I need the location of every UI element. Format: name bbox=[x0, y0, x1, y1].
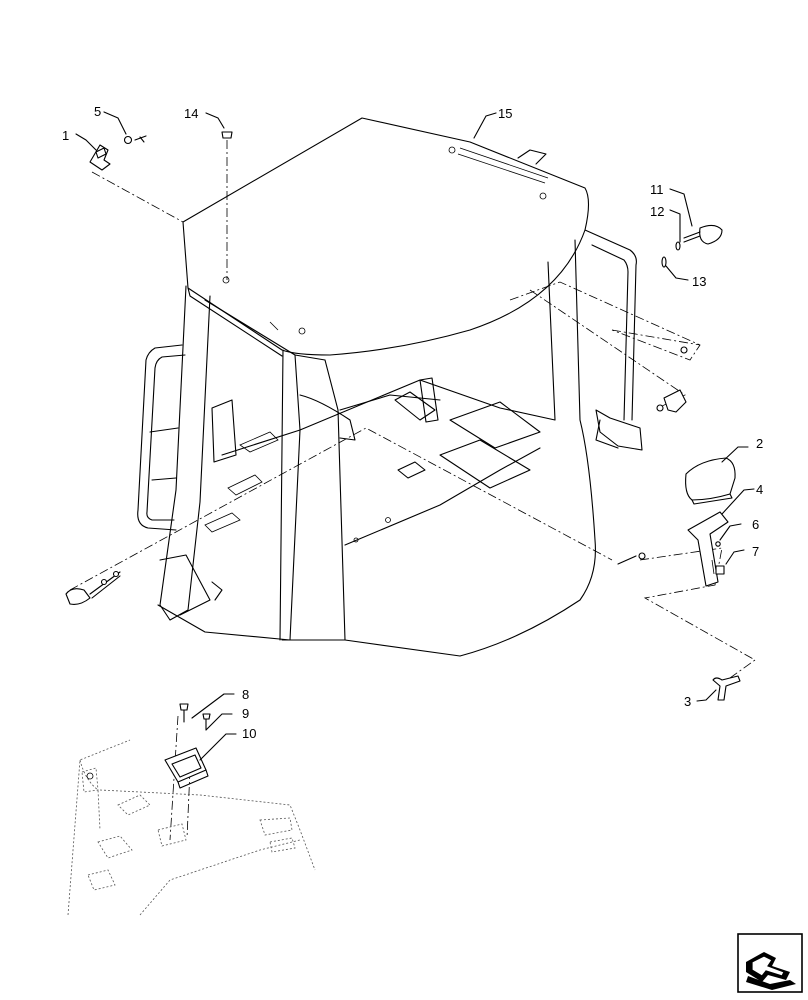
part-9-screw bbox=[202, 713, 211, 731]
next-page-arrow-icon[interactable] bbox=[737, 933, 803, 993]
callout-12: 12 bbox=[650, 204, 664, 219]
part-12-washer bbox=[675, 241, 681, 251]
cab-assembly bbox=[137, 117, 643, 657]
part-3-knob bbox=[712, 675, 741, 701]
part-8-screw bbox=[179, 703, 189, 723]
part-11-lamp bbox=[683, 224, 723, 245]
floor-inset bbox=[67, 739, 316, 916]
part-10-holder bbox=[164, 747, 209, 789]
callout-9: 9 bbox=[242, 706, 249, 721]
alignment-lines bbox=[69, 140, 756, 841]
callout-15: 15 bbox=[498, 106, 512, 121]
callout-4: 4 bbox=[756, 482, 763, 497]
left-lamp bbox=[65, 570, 121, 605]
callout-2: 2 bbox=[756, 436, 763, 451]
right-bracket bbox=[656, 346, 688, 413]
part-5-bolt bbox=[123, 135, 147, 145]
callout-13: 13 bbox=[692, 274, 706, 289]
part-7-screw bbox=[715, 565, 725, 575]
callout-5: 5 bbox=[94, 104, 101, 119]
part-4-bracket bbox=[687, 511, 729, 587]
callout-3: 3 bbox=[684, 694, 691, 709]
callout-8: 8 bbox=[242, 687, 249, 702]
part-6-washer bbox=[715, 541, 721, 547]
callout-7: 7 bbox=[752, 544, 759, 559]
callout-11: 11 bbox=[650, 182, 664, 197]
callout-6: 6 bbox=[752, 517, 759, 532]
part-2-armrest-pad bbox=[685, 457, 736, 505]
callout-10: 10 bbox=[242, 726, 256, 741]
callout-14: 14 bbox=[184, 106, 198, 121]
callout-leaders bbox=[75, 111, 755, 761]
callout-labels: 1 2 3 4 5 6 7 8 9 10 11 12 13 14 15 bbox=[62, 104, 763, 741]
part-1-bracket bbox=[89, 144, 111, 171]
part-14-plug bbox=[221, 131, 233, 139]
callout-1: 1 bbox=[62, 128, 69, 143]
floor-washer bbox=[617, 552, 646, 565]
part-13-nut bbox=[661, 256, 667, 268]
